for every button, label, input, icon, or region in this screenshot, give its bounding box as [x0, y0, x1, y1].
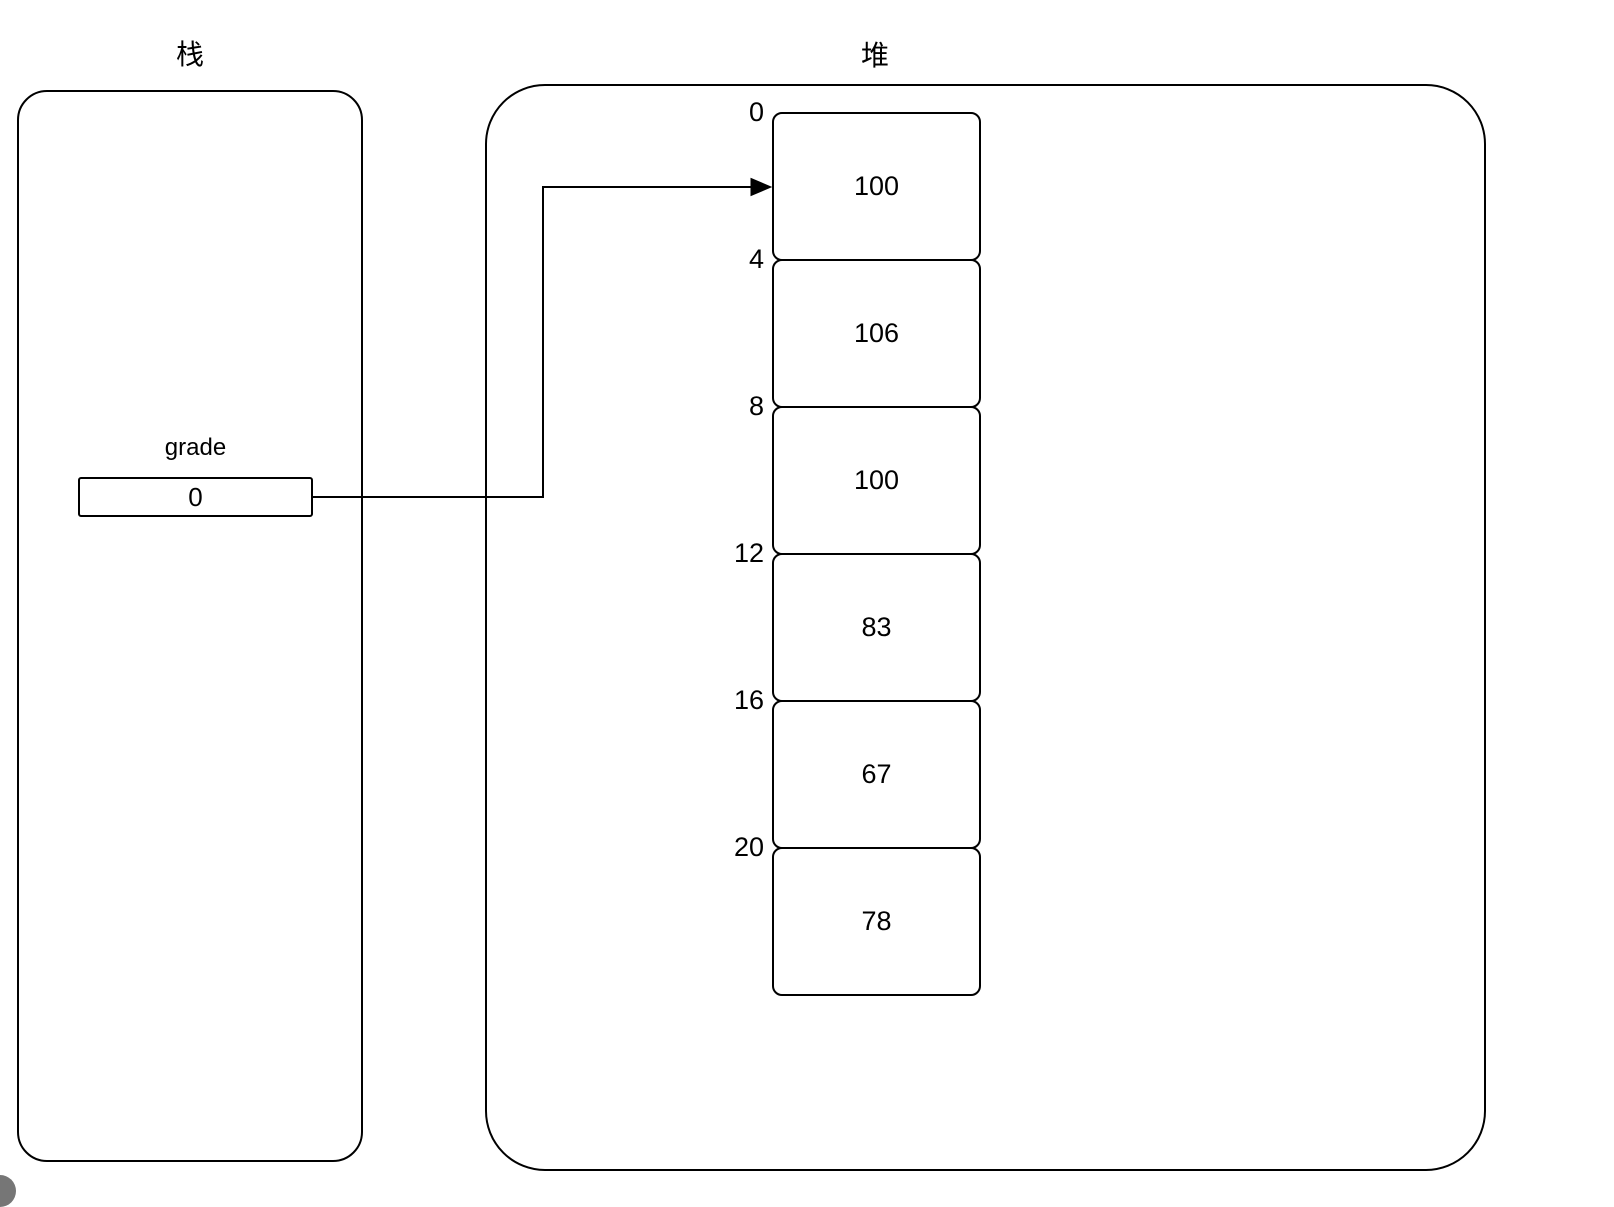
stack-region-title: 栈: [175, 39, 204, 70]
heap-cell: 100: [772, 112, 981, 261]
corner-artifact: [0, 1175, 16, 1207]
offset-label-8: 8: [748, 391, 764, 421]
variable-value-box: 0: [78, 477, 313, 517]
heap-cell-value: 100: [853, 171, 900, 201]
heap-cell: 78: [772, 847, 981, 996]
offset-label-12: 12: [733, 538, 764, 568]
heap-region-title: 堆: [860, 40, 889, 71]
variable-value: 0: [188, 481, 203, 512]
heap-cell-column: 100 106 100 83 67 78: [772, 112, 981, 996]
variable-name-label: grade: [164, 434, 227, 461]
heap-cell: 83: [772, 553, 981, 702]
offset-label-4: 4: [748, 244, 764, 274]
heap-cell-value: 106: [853, 318, 900, 348]
heap-container-box: [485, 84, 1486, 1171]
heap-cell: 106: [772, 259, 981, 408]
stack-container-box: [17, 90, 363, 1162]
offset-label-20: 20: [733, 832, 764, 862]
offset-label-16: 16: [733, 685, 764, 715]
heap-cell-value: 83: [861, 612, 892, 642]
heap-cell-value: 67: [861, 759, 892, 789]
offset-label-0: 0: [748, 97, 764, 127]
heap-cell: 67: [772, 700, 981, 849]
heap-cell-value: 78: [861, 906, 892, 936]
heap-cell-value: 100: [853, 465, 900, 495]
heap-cell: 100: [772, 406, 981, 555]
